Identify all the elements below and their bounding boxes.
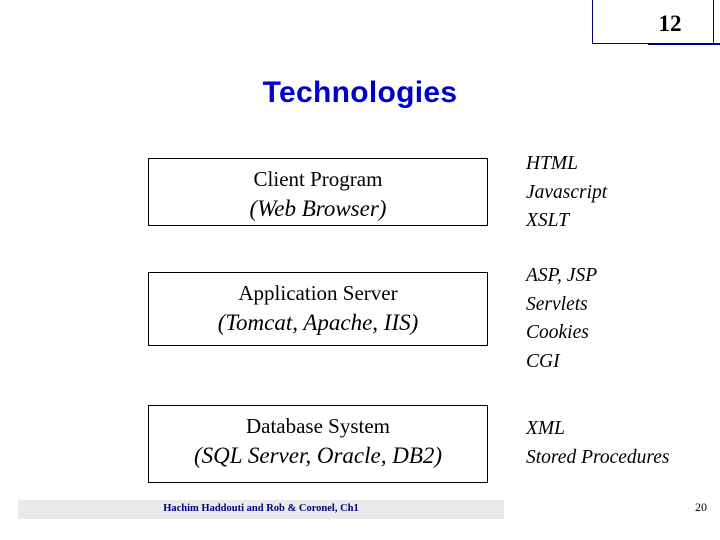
corner-box-tick [713, 0, 720, 10]
technology-list-client: HTML Javascript XSLT [526, 153, 608, 232]
layer-box-database: Database System (SQL Server, Oracle, DB2… [148, 405, 488, 483]
layer-name-application-server: Application Server [238, 281, 398, 305]
footer-credit: Hachim Haddouti and Rob & Coronel, Ch1 [163, 503, 359, 514]
layer-box-client: Client Program (Web Browser) [148, 158, 488, 226]
technology-list-database: XML Stored Procedures [526, 418, 670, 468]
footer-bar [18, 500, 504, 519]
layer-examples-database: (SQL Server, Oracle, DB2) [193, 443, 443, 469]
layer-examples-client: (Web Browser) [249, 196, 387, 222]
layer-name-database: Database System [245, 414, 391, 438]
corner-number: 12 [658, 11, 682, 36]
footer-page-number: 20 [695, 500, 707, 514]
layer-examples-application-server: (Tomcat, Apache, IIS) [217, 310, 419, 336]
page-title: Technologies [262, 76, 458, 109]
technology-list-application-server: ASP, JSP Servlets Cookies CGI [526, 265, 598, 372]
layer-name-client: Client Program [253, 167, 383, 191]
corner-box-underline [648, 43, 720, 45]
layer-box-application-server: Application Server (Tomcat, Apache, IIS) [148, 272, 488, 346]
